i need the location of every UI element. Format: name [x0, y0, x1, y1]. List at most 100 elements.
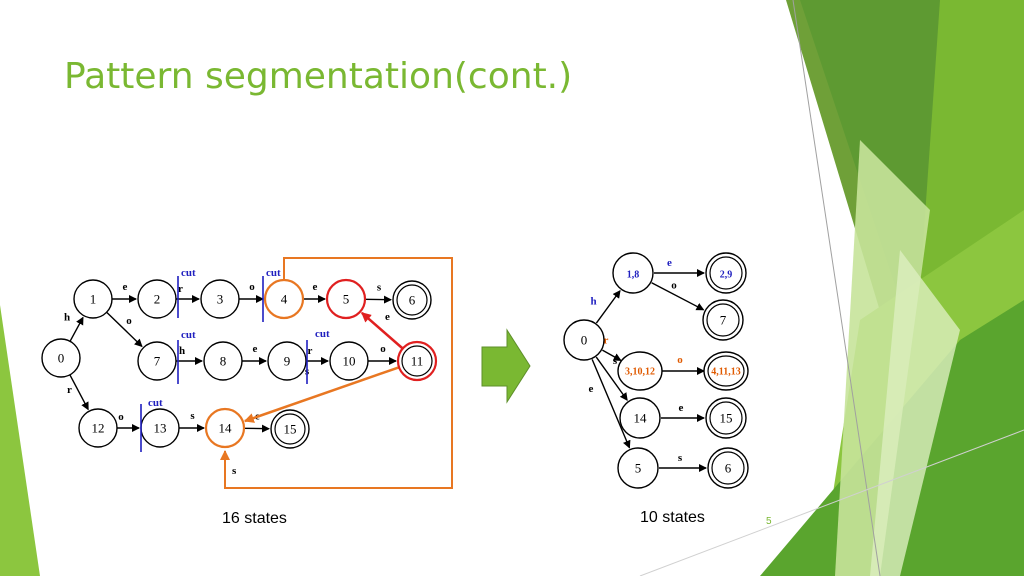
- edge-label-7-8: h: [179, 345, 185, 357]
- svg-text:5: 5: [343, 292, 350, 307]
- edge-0-12: [69, 374, 89, 411]
- state-node-9: 9: [267, 341, 307, 381]
- merged-edge-label-3,10,12-4,11,13: o: [677, 354, 683, 366]
- cut-label-2: cut: [266, 267, 281, 279]
- edge-label-10-11: o: [380, 343, 386, 355]
- merged-state-node-6: 6: [707, 447, 749, 489]
- svg-text:11: 11: [411, 354, 424, 369]
- merged-edge-label-0-5: e: [589, 383, 594, 395]
- edge-label-1-2: e: [123, 281, 128, 293]
- edge-label-5-6: s: [377, 282, 382, 294]
- merged-edge-label-0-1,8: h: [590, 296, 596, 308]
- svg-text:7: 7: [720, 313, 727, 328]
- merged-edge-label-14-15: e: [679, 402, 684, 414]
- slide-title: Pattern segmentation(cont.): [64, 56, 573, 97]
- state-node-1: 1: [73, 279, 113, 319]
- transform-arrow: [481, 328, 531, 404]
- edge-1-7: [106, 311, 143, 348]
- edge-label-9-10: r: [308, 345, 313, 357]
- svg-text:5: 5: [635, 461, 642, 476]
- merged-state-node-4-11-13: 4,11,13: [703, 351, 749, 391]
- svg-text:4: 4: [281, 292, 288, 307]
- state-node-10: 10: [329, 341, 369, 381]
- edge-11-5: [360, 311, 404, 350]
- merged-state-node-1-8: 1,8: [612, 252, 654, 294]
- edge-label-0-12: r: [67, 384, 72, 396]
- edge-label-4-14-loop: s: [232, 465, 237, 477]
- right-states-caption: 10 states: [640, 509, 705, 526]
- merged-edge-label-1,8-2,9: e: [667, 257, 672, 269]
- svg-text:0: 0: [58, 351, 65, 366]
- state-node-13: 13: [140, 408, 180, 448]
- svg-text:14: 14: [219, 421, 233, 436]
- merged-state-node-5: 5: [617, 447, 659, 489]
- state-node-15: 15: [270, 409, 310, 449]
- merged-edge-0-1,8: [595, 289, 621, 324]
- merged-edge-label-0-3,10,12: r: [604, 335, 609, 347]
- svg-text:1: 1: [90, 292, 97, 307]
- merged-edge-0-3,10,12: [602, 349, 622, 361]
- svg-text:9: 9: [284, 354, 291, 369]
- svg-text:1,8: 1,8: [627, 270, 640, 281]
- edge-label-0-1: h: [64, 312, 70, 324]
- state-node-8: 8: [203, 341, 243, 381]
- svg-text:2: 2: [154, 292, 161, 307]
- merged-edge-0-14: [595, 356, 628, 401]
- svg-text:15: 15: [284, 422, 297, 437]
- state-node-12: 12: [78, 408, 118, 448]
- svg-text:6: 6: [725, 461, 732, 476]
- left-automaton: heroesoheroroseess0123456789101112131415…: [41, 257, 453, 489]
- edge-label-1-7: o: [126, 315, 132, 327]
- edge-11-14: [243, 366, 400, 423]
- cut-label-1: cut: [181, 267, 196, 279]
- svg-text:3,10,12: 3,10,12: [625, 367, 655, 378]
- svg-text:0: 0: [581, 333, 588, 348]
- state-node-6: 6: [392, 280, 432, 320]
- state-node-3: 3: [200, 279, 240, 319]
- svg-text:14: 14: [634, 411, 648, 426]
- svg-text:8: 8: [220, 354, 227, 369]
- cut-label-5: cut: [148, 397, 163, 409]
- edge-label-8-9: e: [253, 343, 258, 355]
- edge-label-2-3: r: [178, 283, 183, 295]
- svg-text:4,11,13: 4,11,13: [711, 367, 740, 378]
- merged-edge-label-0-14: s: [613, 355, 618, 367]
- state-node-5: 5: [325, 278, 367, 320]
- svg-text:12: 12: [92, 421, 105, 436]
- cut-label-4: cut: [315, 328, 330, 340]
- merged-edge-0-5: [591, 359, 631, 449]
- edge-label-4-5: e: [313, 281, 318, 293]
- cut-label-3: cut: [181, 329, 196, 341]
- merged-state-node-7: 7: [702, 299, 744, 341]
- merged-edge-label-1,8-7: o: [671, 280, 677, 292]
- merged-state-node-3-10-12: 3,10,12: [617, 351, 663, 391]
- merged-state-node-14: 14: [619, 397, 661, 439]
- svg-text:7: 7: [154, 354, 161, 369]
- edge-0-1: [69, 316, 84, 342]
- svg-text:2,9: 2,9: [720, 270, 733, 281]
- svg-text:15: 15: [720, 411, 733, 426]
- state-node-7: 7: [137, 341, 177, 381]
- svg-text:10: 10: [343, 354, 356, 369]
- edge-label-13-14: s: [190, 410, 195, 422]
- merged-state-node-0: 0: [563, 319, 605, 361]
- state-node-2: 2: [137, 279, 177, 319]
- edge-label-12-13: o: [118, 411, 124, 423]
- edge-label-3-4: o: [249, 281, 255, 293]
- left-states-caption: 16 states: [222, 510, 287, 527]
- state-node-4: 4: [263, 278, 305, 320]
- merged-edge-label-5-6: s: [678, 452, 683, 464]
- page-number: 5: [766, 516, 772, 527]
- state-node-11: 11: [396, 340, 438, 382]
- edge-4-14-loop: [220, 257, 453, 489]
- merged-state-node-15: 15: [705, 397, 747, 439]
- state-node-14: 14: [204, 407, 246, 449]
- state-node-0: 0: [41, 338, 81, 378]
- merged-state-node-2-9: 2,9: [705, 252, 747, 294]
- svg-text:13: 13: [154, 421, 167, 436]
- edge-label-11-5: e: [385, 311, 390, 323]
- merged-edge-1,8-7: [651, 282, 705, 311]
